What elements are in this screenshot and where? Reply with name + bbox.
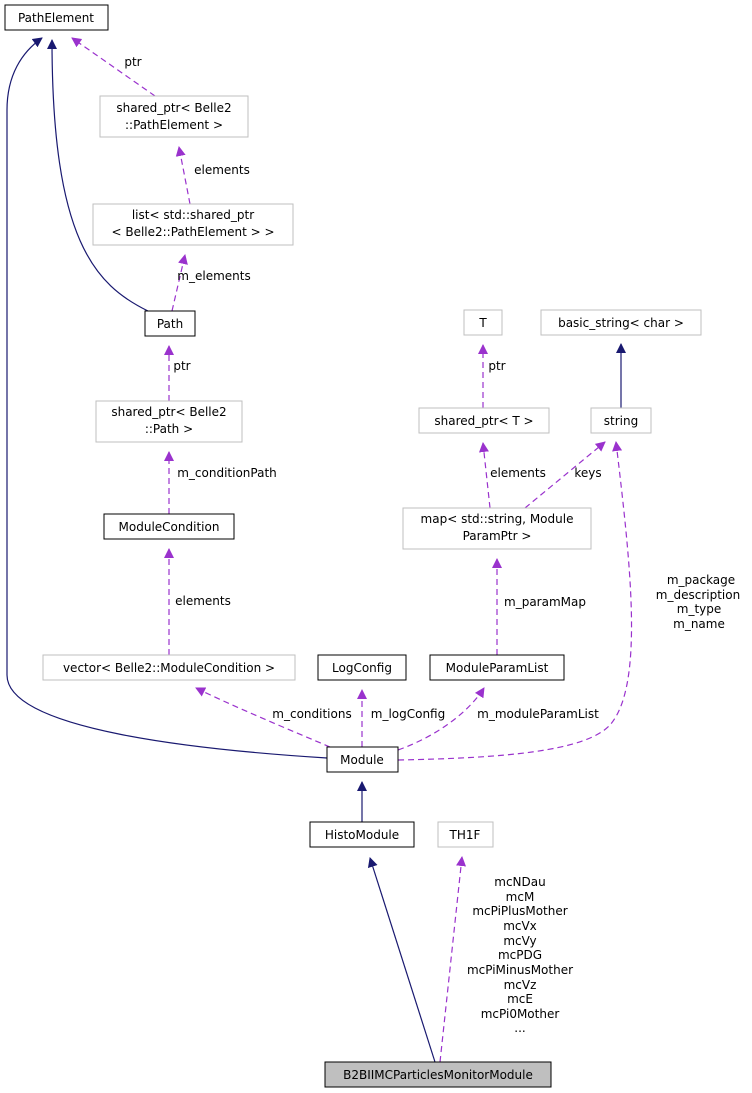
edge-list-to-shared-ptr-pe [175,146,191,205]
node-label: PathElement [18,11,94,25]
edge-label-m-logconfig: m_logConfig [371,707,445,721]
edge-label-ptr: ptr [173,359,190,373]
histo-label: mcPDG [498,948,542,962]
node-label: vector< Belle2::ModuleCondition > [63,661,275,675]
edge-label-m-name: m_name [673,617,725,631]
edge-path-to-list [171,254,188,312]
node-label: B2BIIMCParticlesMonitorModule [343,1068,533,1082]
edge-label-m-description: m_description [656,588,740,602]
histo-label: mcNDau [494,875,545,889]
histo-label: mcPi0Mother [481,1007,560,1021]
edge-b2bii-inherits-histomodule [367,857,436,1063]
histo-label: mcVx [503,919,537,933]
edge-label-elements: elements [194,163,250,177]
node-pathelement[interactable]: PathElement [4,4,109,31]
histo-label: mcM [506,890,535,904]
edge-label-m-parammap: m_paramMap [504,595,586,609]
node-modulecondition[interactable]: ModuleCondition [103,513,235,540]
edge-module-inherits-pathelement [6,37,328,759]
node-moduleparamlist[interactable]: ModuleParamList [429,654,565,681]
edge-map-to-shared-ptr-t [478,442,491,509]
edge-label-elements: elements [490,466,546,480]
edge-map-to-string [524,441,606,509]
node-map-param: map< std::string, Module ParamPtr > [402,507,592,550]
node-label: basic_string< char > [558,316,684,330]
node-label: ::PathElement > [125,118,223,132]
histo-label: mcVy [503,934,536,948]
edge-label-keys: keys [574,466,601,480]
edge-label-m-conditions: m_conditions [272,707,351,721]
histo-label: mcE [507,992,533,1006]
node-label: ModuleCondition [119,520,220,534]
edge-label-ptr: ptr [124,55,141,69]
edge-label-ptr: ptr [488,359,505,373]
node-list-shared-ptr: list< std::shared_ptr < Belle2::PathElem… [92,203,294,246]
edge-module-to-string [397,441,633,761]
node-label: shared_ptr< Belle2 [111,405,226,419]
node-label: ::Path > [145,422,193,436]
node-b2bii-module: B2BIIMCParticlesMonitorModule [324,1061,552,1088]
edge-shared-ptr-pe-to-pathelement [71,37,156,97]
edge-label-m-type: m_type [677,602,722,616]
node-vector-modulecondition: vector< Belle2::ModuleCondition > [42,654,296,681]
edge-module-to-vector [195,687,331,748]
histo-label: mcVz [504,978,537,992]
edge-label-m-moduleparamlist: m_moduleParamList [477,707,599,721]
node-shared-ptr-path: shared_ptr< Belle2 ::Path > [95,400,243,443]
node-label: Path [157,317,183,331]
node-label: T [478,316,487,330]
edge-label-elements: elements [175,594,231,608]
node-label: list< std::shared_ptr [132,208,254,222]
node-label: ParamPtr > [463,529,532,543]
histo-label: ... [514,1021,525,1035]
node-logconfig[interactable]: LogConfig [317,654,407,681]
edge-label-histograms: mcNDau mcM mcPiPlusMother mcVx mcVy mcPD… [467,875,573,1035]
edge-path-inherits-pathelement [47,39,149,312]
node-basic-string: basic_string< char > [540,309,702,336]
node-label: LogConfig [332,661,392,675]
node-label: TH1F [449,828,481,842]
edge-label-m-package: m_package [667,573,735,587]
histo-label: mcPiPlusMother [472,904,567,918]
node-label: map< std::string, Module [421,512,574,526]
node-module[interactable]: Module [326,746,399,773]
node-label: string [604,414,638,428]
node-histomodule[interactable]: HistoModule [309,821,415,848]
node-label: HistoModule [325,828,399,842]
node-label: shared_ptr< Belle2 [116,101,231,115]
node-label: shared_ptr< T > [434,414,533,428]
node-label: Module [340,753,384,767]
node-label: < Belle2::PathElement > > [111,225,274,239]
node-string: string [590,407,652,434]
node-t: T [463,309,503,336]
edge-b2bii-to-th1f [439,856,467,1063]
edge-label-m-elements: m_elements [177,269,250,283]
node-th1f: TH1F [437,821,494,848]
node-path[interactable]: Path [144,310,196,337]
node-label: ModuleParamList [446,661,549,675]
edge-label-m-conditionpath: m_conditionPath [177,466,277,480]
node-shared-ptr-t: shared_ptr< T > [418,407,550,434]
edge-module-to-moduleparamlist [397,687,485,751]
node-shared-ptr-pathelement: shared_ptr< Belle2 ::PathElement > [99,95,249,138]
histo-label: mcPiMinusMother [467,963,573,977]
